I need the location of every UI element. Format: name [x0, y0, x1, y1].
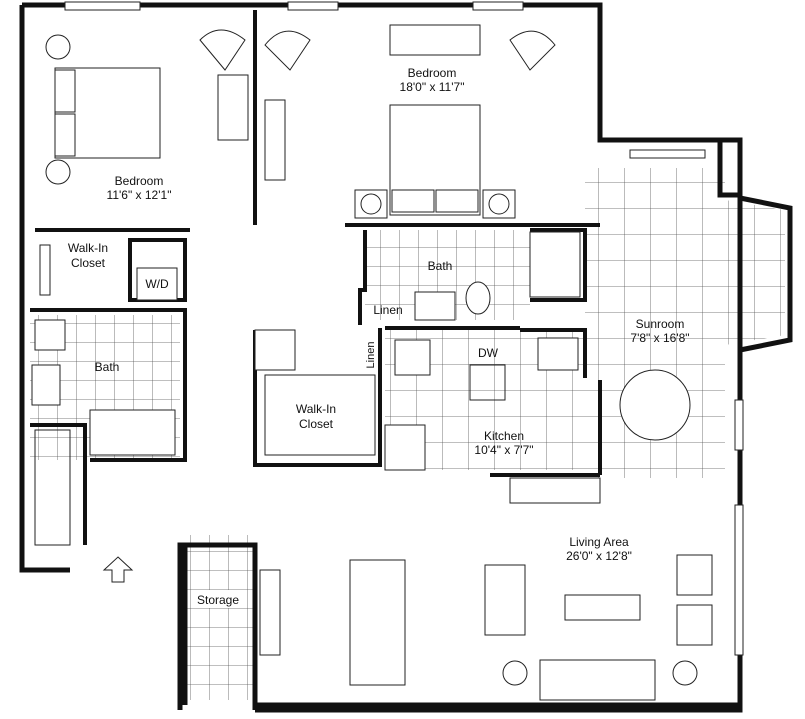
living-area-name: Living Area	[569, 535, 629, 549]
lamp-icon	[360, 193, 382, 215]
armchair	[676, 554, 713, 596]
sunroom-name: Sunroom	[636, 317, 685, 331]
dining-table-round	[619, 369, 691, 441]
storage-label-bg	[192, 590, 244, 608]
lamp-icon	[45, 34, 71, 60]
bedroom-left-size: 11'6" x 12'1"	[107, 188, 172, 202]
sunroom-size: 7'8" x 16'8"	[630, 331, 689, 345]
vanity	[414, 291, 456, 321]
tv-console	[259, 569, 281, 656]
bench	[264, 99, 286, 181]
bath-left-label: Bath	[95, 360, 120, 374]
toilet	[465, 281, 491, 315]
dresser	[389, 24, 481, 56]
sink	[394, 339, 431, 376]
bathtub	[89, 409, 176, 456]
sofa	[484, 564, 526, 636]
shower	[529, 231, 581, 298]
storage-label: Storage	[197, 593, 239, 607]
pillow	[54, 69, 76, 113]
sunroom-bay-floor	[725, 200, 785, 345]
fridge	[384, 424, 426, 471]
desk	[217, 74, 249, 141]
bedroom-master-name: Bedroom	[408, 66, 457, 80]
bedroom-left-name: Bedroom	[115, 174, 164, 188]
lamp-icon	[45, 159, 71, 185]
coffee-table	[564, 594, 641, 621]
sink	[31, 364, 61, 406]
interior-walls	[30, 10, 602, 545]
hall-closet	[34, 429, 71, 546]
dw-label: DW	[478, 346, 499, 360]
pillow	[435, 189, 479, 213]
kitchen-size: 10'4" x 7'7"	[474, 443, 533, 457]
window	[64, 1, 141, 11]
bedroom-master-size: 18'0" x 11'7"	[400, 80, 465, 94]
window	[472, 1, 524, 11]
walkin-closet-left-line1: Walk-In	[68, 241, 108, 255]
console-table	[509, 477, 601, 504]
armchair	[199, 29, 246, 71]
armchair	[676, 604, 713, 646]
lamp-icon	[488, 193, 510, 215]
lamp-icon	[672, 660, 698, 686]
pillow	[54, 113, 76, 157]
window	[734, 399, 744, 451]
island	[469, 364, 506, 401]
storage-floor	[183, 535, 253, 700]
pillow	[391, 189, 435, 213]
up-arrow-icon	[102, 556, 134, 583]
lamp-icon	[502, 660, 528, 686]
exterior-wall-main	[19, 2, 743, 713]
sofa	[539, 659, 656, 701]
armchair	[264, 30, 311, 71]
closet-rod	[39, 244, 51, 296]
walkin-closet-center-line1: Walk-In	[296, 402, 336, 416]
window	[629, 149, 706, 159]
closet-box	[254, 329, 296, 371]
storage-wall	[177, 542, 258, 710]
bay-window	[739, 195, 793, 353]
linen-master-label: Linen	[373, 303, 402, 317]
walkin-closet-left-line2: Closet	[71, 256, 106, 270]
walkin-closet-center-line2: Closet	[299, 417, 334, 431]
closet-rod	[264, 374, 376, 456]
wd-label: W/D	[145, 277, 169, 291]
kitchen-name: Kitchen	[484, 429, 524, 443]
window	[734, 504, 744, 656]
window	[287, 1, 339, 11]
bath-master-label: Bath	[428, 259, 453, 273]
linen-hall-label: Linen	[365, 342, 377, 369]
dining-table	[349, 559, 406, 686]
stove	[537, 337, 579, 371]
wd-unit	[136, 267, 178, 301]
toilet	[34, 319, 66, 351]
living-area-size: 26'0" x 12'8"	[566, 549, 632, 563]
armchair	[509, 30, 556, 71]
